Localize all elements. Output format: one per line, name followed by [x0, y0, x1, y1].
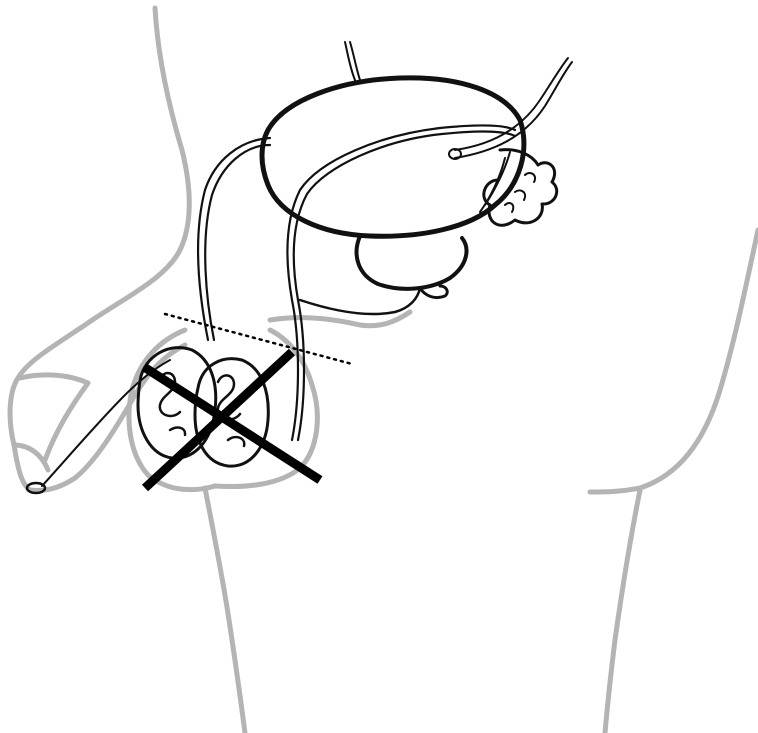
vas-deferens-right-inner — [294, 132, 515, 440]
buttock-outline — [590, 230, 758, 492]
cut-line — [165, 314, 352, 364]
belly-outline — [20, 8, 189, 375]
vas-deferens-left-inner — [205, 145, 270, 340]
bladder — [262, 78, 524, 236]
prostate — [357, 236, 467, 289]
urethra-bulb — [300, 288, 420, 314]
thigh-back-outline — [605, 490, 640, 733]
vas-deferens-right — [287, 126, 515, 440]
glans-outline — [14, 375, 88, 470]
ureter — [345, 42, 360, 80]
thigh-inner-outline — [205, 488, 245, 733]
organs — [27, 42, 572, 493]
body-outline — [10, 8, 758, 733]
